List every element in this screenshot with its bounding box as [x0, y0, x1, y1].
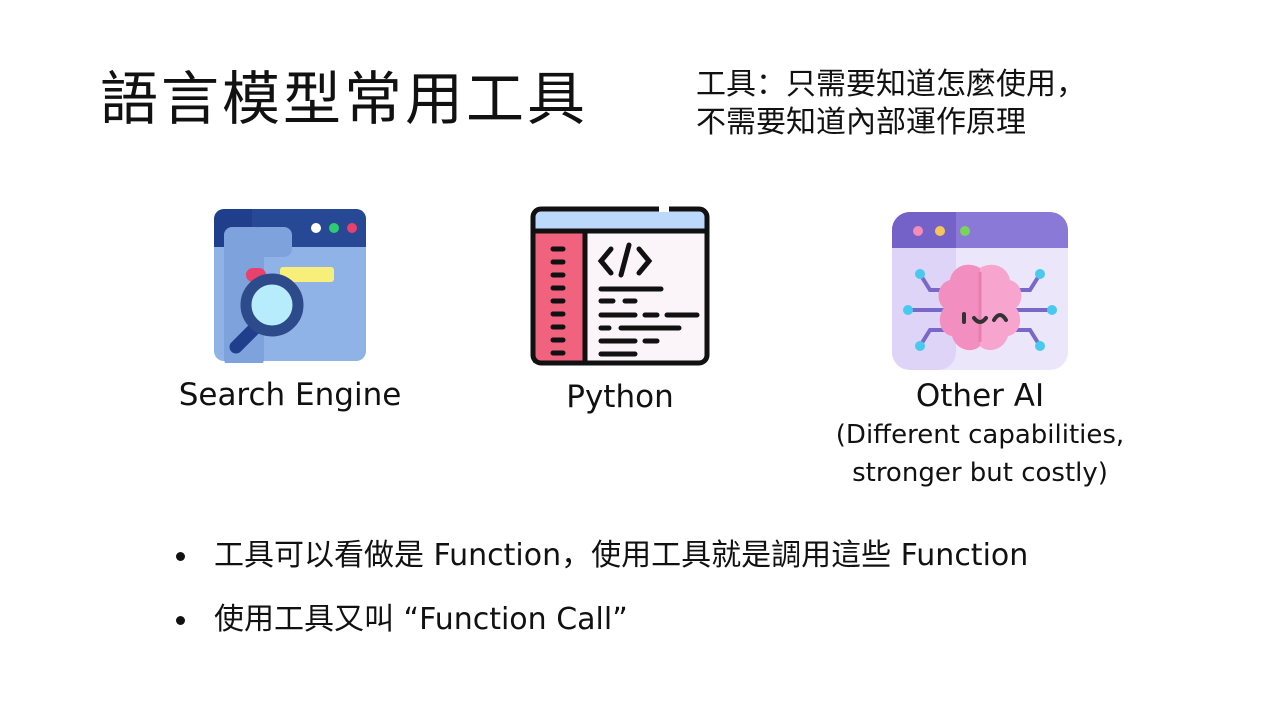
- slide-title: 語言模型常用工具: [100, 65, 589, 133]
- tool-note-line-2: stronger but costly): [852, 458, 1108, 488]
- tool-search-engine: Search Engine: [160, 207, 420, 413]
- subtitle-line-2: 不需要知道內部運作原理: [696, 105, 1026, 140]
- bullet-item: 工具可以看做是 Function，使用工具就是調用這些 Function: [172, 534, 1028, 598]
- bullet-text: 使用工具又叫 “Function Call”: [214, 602, 628, 637]
- subtitle-line-1: 工具：只需要知道怎麼使用，: [696, 67, 1086, 102]
- tool-note: (Different capabilities, stronger but co…: [830, 416, 1130, 492]
- ai-brain-icon: [890, 210, 1070, 372]
- tool-other-ai: Other AI (Different capabilities, strong…: [830, 210, 1130, 492]
- slide-subtitle: 工具：只需要知道怎麼使用， 不需要知道內部運作原理: [696, 66, 1086, 142]
- tool-label: Other AI: [915, 378, 1045, 414]
- bullet-item: 使用工具又叫 “Function Call”: [172, 598, 1028, 662]
- code-editor-icon: [529, 205, 711, 367]
- search-browser-icon: [212, 207, 368, 363]
- tool-note-line-1: (Different capabilities,: [835, 420, 1125, 450]
- tool-label: Search Engine: [178, 377, 402, 413]
- tool-label: Python: [566, 379, 674, 415]
- tool-python: Python: [490, 205, 750, 415]
- bullet-dot-icon: [176, 552, 185, 561]
- bullet-text: 工具可以看做是 Function，使用工具就是調用這些 Function: [214, 538, 1029, 573]
- bullet-dot-icon: [176, 616, 185, 625]
- bullet-list: 工具可以看做是 Function，使用工具就是調用這些 Function 使用工…: [172, 534, 1028, 662]
